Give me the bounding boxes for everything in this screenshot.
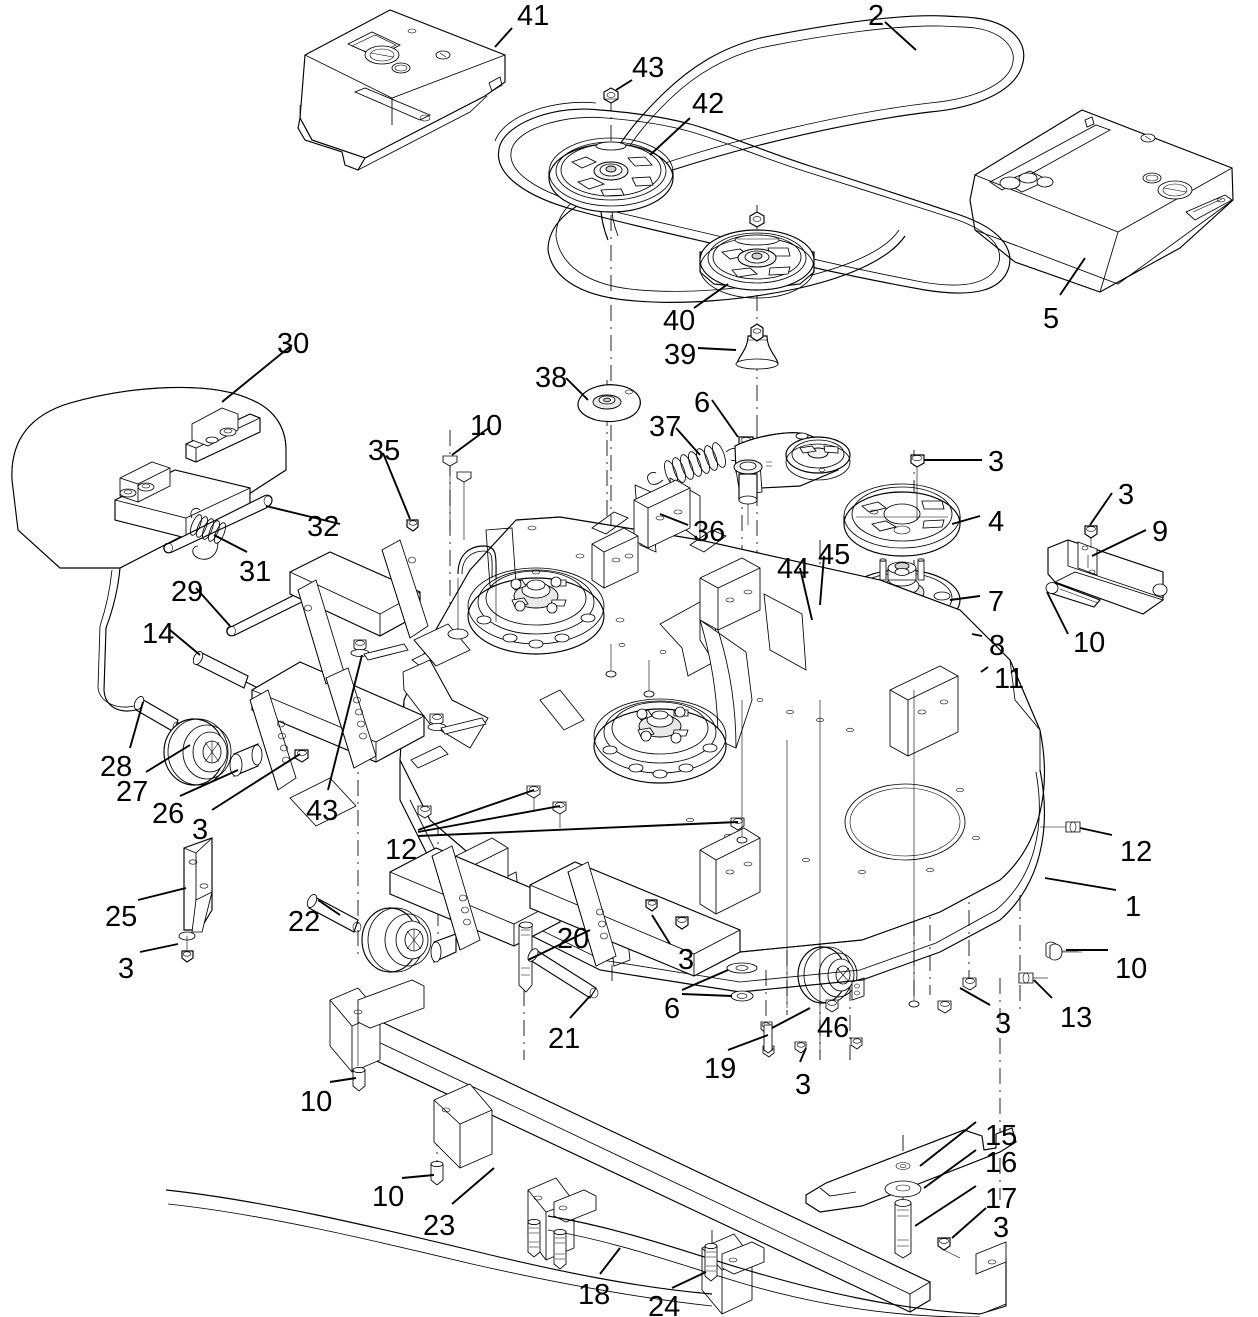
callout-1: 1 <box>1125 891 1142 923</box>
callout-leader-lines <box>129 21 1147 1289</box>
callout-27: 27 <box>116 776 149 808</box>
callout-18: 18 <box>578 1279 611 1311</box>
blade-washer-16 <box>884 1180 922 1198</box>
pivot-plate-38 <box>577 384 641 423</box>
callout-17: 17 <box>985 1183 1018 1215</box>
callout-43-b: 43 <box>306 795 339 827</box>
callout-43-top: 43 <box>632 52 665 84</box>
bolts-20-21 <box>518 921 599 999</box>
skirt-panel-18 <box>165 1189 1007 1317</box>
anti-scalp-wheel-lower-left <box>361 907 457 973</box>
callout-12-a: 12 <box>385 834 418 866</box>
callout-19: 19 <box>704 1053 737 1085</box>
blade-bolt-17 <box>894 1199 912 1259</box>
callout-3-e: 3 <box>678 944 695 976</box>
callout-10-e: 10 <box>372 1181 405 1213</box>
callout-3-f: 3 <box>995 1008 1012 1040</box>
bar-bolts <box>352 1066 567 1270</box>
callout-3-b: 3 <box>1118 479 1135 511</box>
callout-32: 32 <box>307 511 340 543</box>
nut-43-top <box>603 87 619 104</box>
callout-2: 2 <box>868 0 885 32</box>
deck-spindle-left <box>447 545 605 655</box>
callout-24: 24 <box>648 1291 681 1317</box>
belt-guide-cone <box>735 323 779 370</box>
callout-25: 25 <box>105 901 138 933</box>
callout-31: 31 <box>239 556 272 588</box>
callout-3-a: 3 <box>988 446 1005 478</box>
callout-46: 46 <box>817 1012 850 1044</box>
callout-37: 37 <box>649 411 682 443</box>
callout-39: 39 <box>664 339 697 371</box>
callout-40: 40 <box>663 305 696 337</box>
callout-3-h: 3 <box>993 1212 1010 1244</box>
callout-5: 5 <box>1043 303 1060 335</box>
callout-10-a: 10 <box>470 410 503 442</box>
torsion-spring-31 <box>190 508 226 560</box>
roller-shaft-14 <box>192 651 267 695</box>
idler-arm-assembly <box>733 432 851 525</box>
nut-3-bottomleft <box>675 916 689 930</box>
callout-23: 23 <box>423 1210 456 1242</box>
callout-11: 11 <box>994 663 1025 695</box>
callout-35: 35 <box>368 435 401 467</box>
callout-6-b: 6 <box>664 993 681 1025</box>
deck-fasteners <box>294 455 1081 1052</box>
callout-22: 22 <box>288 906 321 938</box>
callout-4: 4 <box>988 506 1005 538</box>
belt-cover-left <box>297 9 506 171</box>
callout-26: 26 <box>152 798 185 830</box>
callout-10-b: 10 <box>1073 627 1106 659</box>
callout-15: 15 <box>985 1120 1018 1152</box>
bracket-weldment-9 <box>1045 525 1168 615</box>
callout-6-top: 6 <box>694 387 711 419</box>
spindle-pulley-4 <box>843 483 961 557</box>
callout-9: 9 <box>1152 516 1169 548</box>
callout-8: 8 <box>989 630 1006 662</box>
callout-14: 14 <box>142 618 175 650</box>
callout-10-d: 10 <box>300 1086 333 1118</box>
callout-7: 7 <box>988 586 1005 618</box>
callout-16: 16 <box>985 1147 1018 1179</box>
deck-spindle-lower <box>593 698 727 784</box>
callout-44: 44 <box>777 553 810 585</box>
deck-frame-rails <box>249 539 741 977</box>
bracket-support-25 <box>178 837 213 963</box>
callout-41: 41 <box>517 0 550 32</box>
callout-13: 13 <box>1060 1002 1093 1034</box>
callout-30: 30 <box>277 328 310 360</box>
anti-scalp-wheel-left <box>133 696 263 786</box>
callout-10-c: 10 <box>1115 953 1148 985</box>
callout-36: 36 <box>693 516 726 548</box>
bolt-24 <box>704 1242 718 1282</box>
callout-3-d: 3 <box>118 953 135 985</box>
callout-20: 20 <box>557 923 590 955</box>
callout-3-g: 3 <box>795 1069 812 1101</box>
callout-42: 42 <box>692 88 725 120</box>
callout-21: 21 <box>548 1023 581 1055</box>
bolt-10-right <box>1049 943 1082 961</box>
belt-cover-right <box>969 109 1234 293</box>
nut-3-pulley <box>910 454 925 520</box>
callout-28: 28 <box>100 751 133 783</box>
axle-bolt-22 <box>306 894 362 933</box>
callout-29: 29 <box>171 576 204 608</box>
callout-12-b: 12 <box>1120 836 1153 868</box>
callout-45: 45 <box>818 539 851 571</box>
callout-38: 38 <box>535 362 568 394</box>
callout-3-c: 3 <box>192 814 209 846</box>
blade-15 <box>805 1127 1017 1213</box>
idler-pulley-42 <box>548 137 674 213</box>
idler-pulley-40 <box>699 211 815 299</box>
